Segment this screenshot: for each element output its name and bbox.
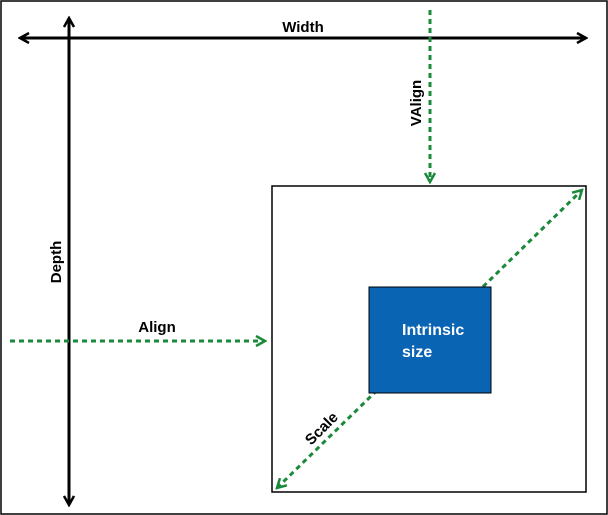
intrinsic-label-line2: size bbox=[402, 344, 432, 361]
depth-label: Depth bbox=[48, 241, 65, 284]
intrinsic-label-line1: Intrinsic bbox=[402, 322, 464, 339]
scale-arrow bbox=[277, 190, 582, 488]
intrinsic-size-box bbox=[368, 286, 492, 394]
valign-label: VAlign bbox=[408, 80, 425, 126]
container-box bbox=[271, 185, 587, 493]
width-label: Width bbox=[282, 19, 324, 36]
align-label: Align bbox=[138, 319, 176, 336]
